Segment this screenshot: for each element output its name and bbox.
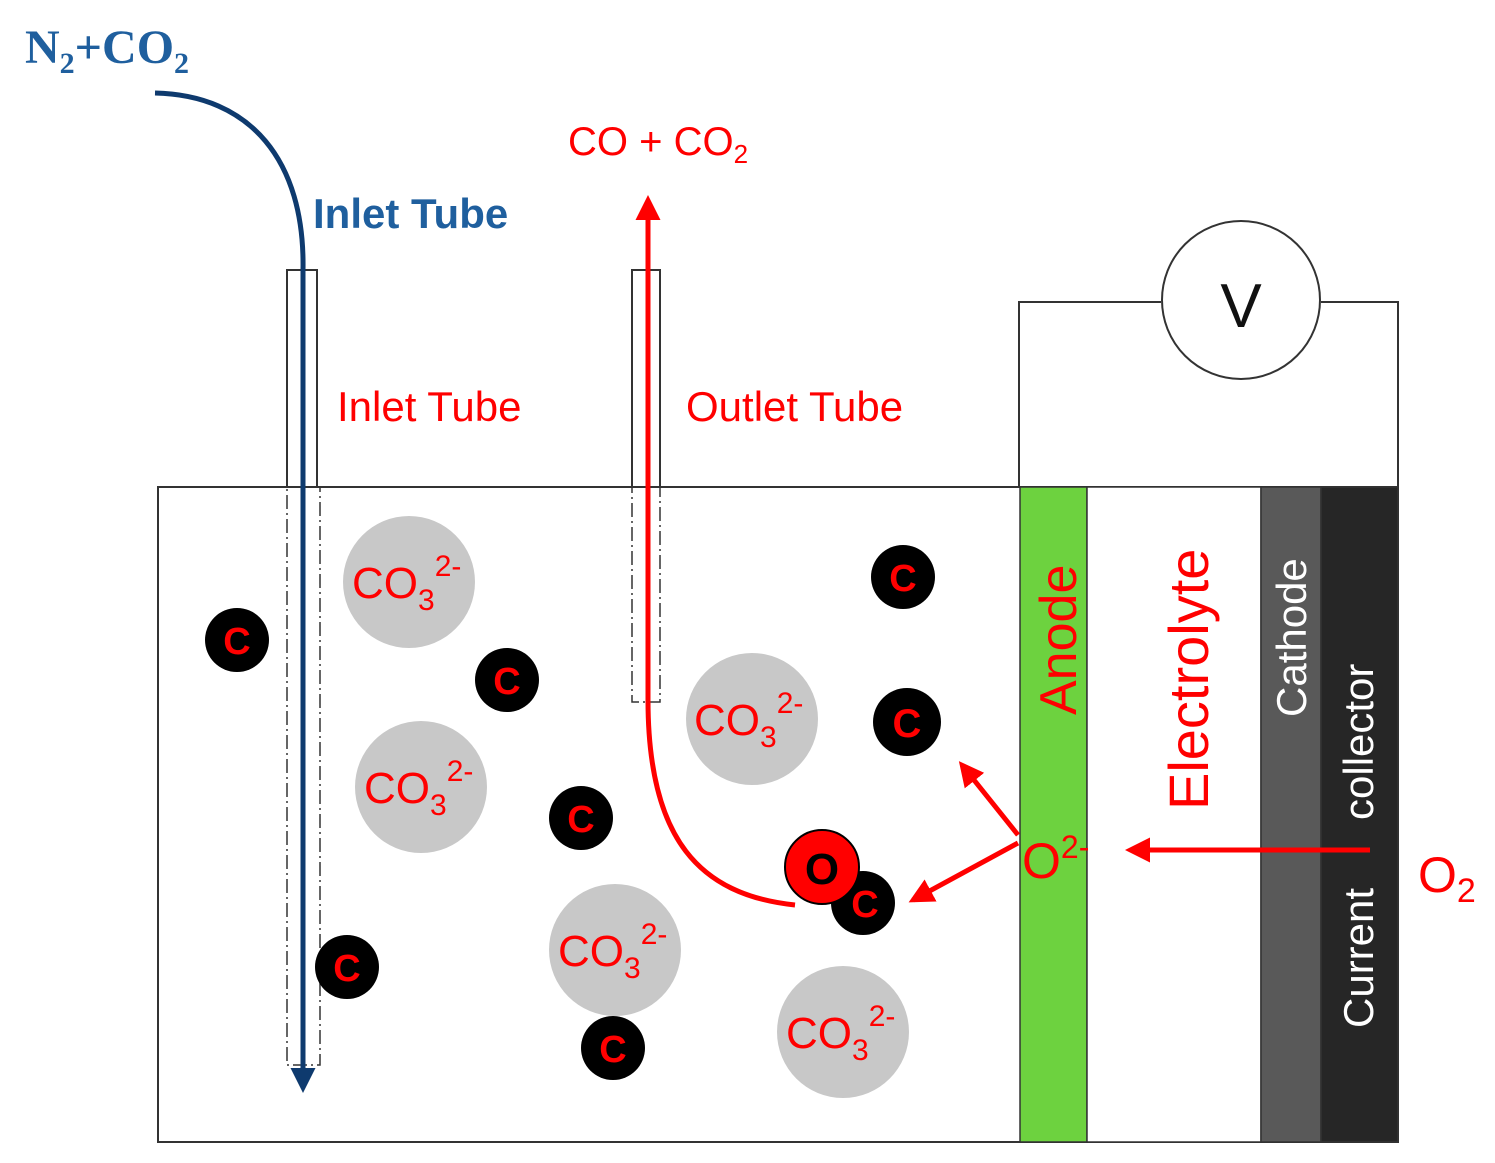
carbonate-ion: CO32- (355, 721, 487, 853)
carbon-particle: C (549, 786, 613, 850)
carbonate-ion: CO32- (343, 516, 475, 648)
svg-text:C: C (493, 661, 520, 703)
product-gas-label: CO + CO2 (568, 120, 748, 169)
oxide-ion-label: O2- (1022, 829, 1089, 889)
oxide-to-reaction-arrow (908, 840, 1020, 903)
svg-text:CO32-: CO32- (558, 918, 667, 985)
carbon-particle: C (581, 1016, 645, 1080)
outlet-flow-arrow (635, 195, 796, 908)
oxygen-gas-label: O2 (1418, 847, 1476, 910)
electrolyte-layer (1086, 486, 1262, 1143)
svg-text:C: C (893, 702, 922, 746)
svg-text:C: C (599, 1029, 626, 1071)
svg-text:C: C (889, 558, 916, 600)
oxygen-atom: O (784, 829, 860, 905)
inlet-tube-label: Inlet Tube (337, 383, 521, 430)
current-collector-layer (1320, 486, 1399, 1143)
carbonate-ion: CO32- (686, 653, 818, 785)
voltmeter-label: V (1220, 272, 1262, 341)
cathode-layer (1260, 486, 1322, 1143)
inlet-flow-arrow (154, 90, 316, 1093)
cathode-label: Cathode (1268, 558, 1315, 717)
outlet-tube-label: Outlet Tube (686, 383, 903, 430)
current-collector-label-line2: collector (1335, 664, 1382, 820)
svg-text:CO32-: CO32- (786, 1000, 895, 1067)
carbonate-ion: CO32- (777, 966, 909, 1098)
carbon-particle: C (873, 688, 941, 756)
feed-gas-label: N2+CO2 (25, 21, 189, 80)
external-circuit-wire (1018, 301, 1399, 487)
svg-text:CO32-: CO32- (352, 550, 461, 617)
svg-text:CO32-: CO32- (364, 755, 473, 822)
svg-text:C: C (567, 799, 594, 841)
svg-text:O: O (805, 845, 839, 894)
carbonate-ion: CO32- (549, 884, 681, 1016)
carbon-particle: C (205, 608, 269, 672)
svg-text:C: C (851, 884, 878, 926)
carbon-particle: C (871, 545, 935, 609)
svg-text:C: C (333, 948, 360, 990)
electrolyte-label: Electrolyte (1157, 549, 1220, 810)
voltmeter-circle (1161, 220, 1321, 380)
svg-text:CO32-: CO32- (694, 687, 803, 754)
inlet-tube-label-top: Inlet Tube (313, 190, 508, 237)
anode-label: Anode (1030, 565, 1088, 715)
oxide-to-carbon-arrow (958, 761, 1020, 837)
current-collector-label-line1: Current (1335, 888, 1382, 1028)
anode-layer (1019, 486, 1088, 1143)
svg-text:C: C (223, 621, 250, 663)
carbon-particle: C (315, 935, 379, 999)
carbon-particle: C (475, 648, 539, 712)
